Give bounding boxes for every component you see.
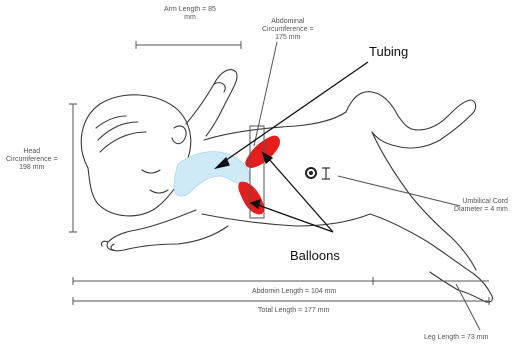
abdominal-circumference-label: Abdominal Circumference = 175 mm	[262, 18, 314, 42]
leg-length-label: Leg Length = 73 mm	[424, 334, 488, 342]
tubing-callout: Tubing	[369, 44, 408, 59]
arm-length-line-2: mm	[164, 14, 216, 22]
arm-length-line-1: Arm Length = 85	[164, 6, 216, 14]
head-circumference-label: Head Circumference = 198 mm	[6, 148, 58, 172]
umbilical-cord-label: Umbilical Cord Diameter = 4 mm	[454, 198, 508, 214]
abdominal-circumference-line-3: 175 mm	[262, 34, 314, 42]
umbilical-cord-icon	[306, 168, 330, 179]
balloons-callout: Balloons	[290, 248, 340, 263]
callout-arrows	[216, 62, 368, 232]
umbilical-cord-line-1: Umbilical Cord	[454, 198, 508, 206]
abdomin-length-label: Abdomin Length = 104 mm	[252, 288, 336, 296]
tubing-shape	[174, 152, 250, 196]
infant-outline	[81, 70, 492, 302]
head-circumference-line-1: Head	[6, 148, 58, 156]
abdominal-circumference-line-2: Circumference =	[262, 26, 314, 34]
umbilical-cord-line-2: Diameter = 4 mm	[454, 206, 508, 214]
total-length-label: Total Length = 177 mm	[258, 307, 329, 315]
head-circumference-line-3: 198 mm	[6, 164, 58, 172]
dimension-lines	[69, 41, 489, 330]
balloon-lower	[238, 182, 264, 215]
arm-length-label: Arm Length = 85 mm	[164, 6, 216, 22]
head-circumference-line-2: Circumference =	[6, 156, 58, 164]
abdominal-circumference-line-1: Abdominal	[262, 18, 314, 26]
